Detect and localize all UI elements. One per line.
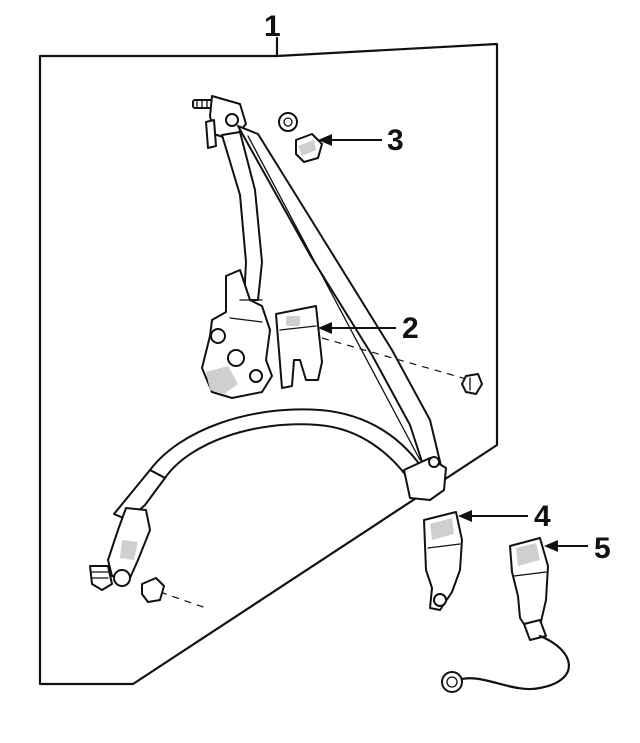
assembly-1-boundary xyxy=(38,36,499,686)
callout-4-label: 4 xyxy=(534,500,551,533)
part-3-anchor-cover xyxy=(278,112,323,163)
callout-3-label: 3 xyxy=(387,124,404,157)
part-5-buckle-with-cable xyxy=(441,537,570,693)
retractor-assembly xyxy=(201,269,273,399)
lap-belt-webbing xyxy=(113,408,427,521)
callout-5-label: 5 xyxy=(594,532,611,565)
lower-belt-end-anchor xyxy=(89,507,151,591)
callout-leaders xyxy=(318,134,588,552)
callout-2-label: 2 xyxy=(402,312,419,345)
callout-1-label: 1 xyxy=(264,10,281,43)
part-2-cover-plate xyxy=(275,305,323,389)
lower-mounting-bolt xyxy=(141,577,207,609)
mounting-bolt-right xyxy=(321,337,483,395)
part-4-buckle xyxy=(423,511,463,611)
lower-outboard-anchor xyxy=(403,456,447,501)
